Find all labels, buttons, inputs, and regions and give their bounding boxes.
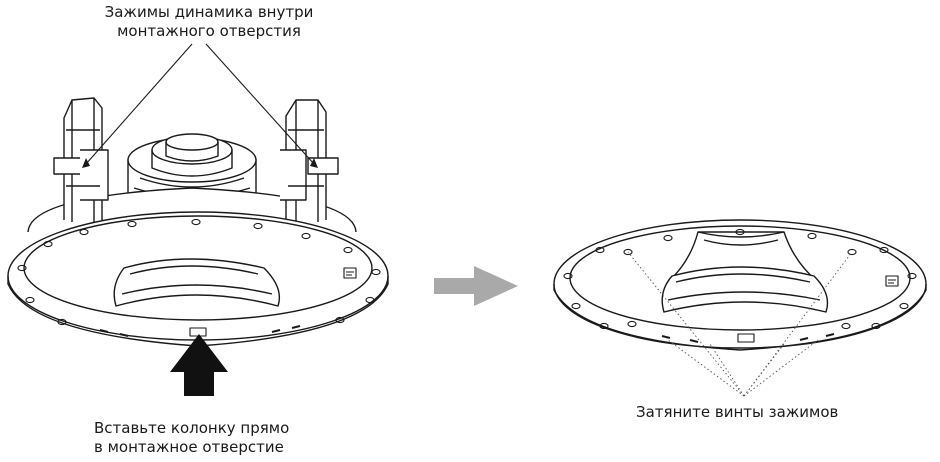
right-arrow-icon	[434, 266, 518, 306]
right-speaker	[553, 219, 927, 351]
up-arrow-icon	[170, 334, 228, 396]
caption-insert-speaker: Вставьте колонку прямо в монтажное отвер…	[94, 419, 324, 457]
caption-clamps-inside: Зажимы динамика внутри монтажного отверс…	[70, 3, 348, 41]
left-clamp-left	[53, 97, 109, 222]
caption-insert-line-1: Вставьте колонку прямо	[94, 419, 290, 437]
caption-clamps-line-2: монтажного отверстия	[117, 22, 301, 40]
left-cutout	[113, 258, 281, 307]
caption-clamps-line-1: Зажимы динамика внутри	[104, 3, 314, 21]
caption-insert-line-2: в монтажное отверстие	[94, 438, 284, 456]
leader-arrowhead-right	[310, 158, 318, 168]
left-speaker	[7, 97, 389, 347]
screw-leaders	[627, 251, 853, 397]
left-clamp-right	[280, 99, 339, 222]
right-cutout	[661, 266, 829, 313]
leader-arrowhead-left	[82, 158, 90, 168]
caption-tighten-line-1: Затяните винты зажимов	[636, 403, 839, 421]
caption-tighten-screws: Затяните винты зажимов	[636, 403, 866, 422]
left-screw-holes	[17, 218, 381, 326]
top-caption-leaders	[85, 43, 315, 165]
right-screw-holes	[563, 228, 917, 330]
